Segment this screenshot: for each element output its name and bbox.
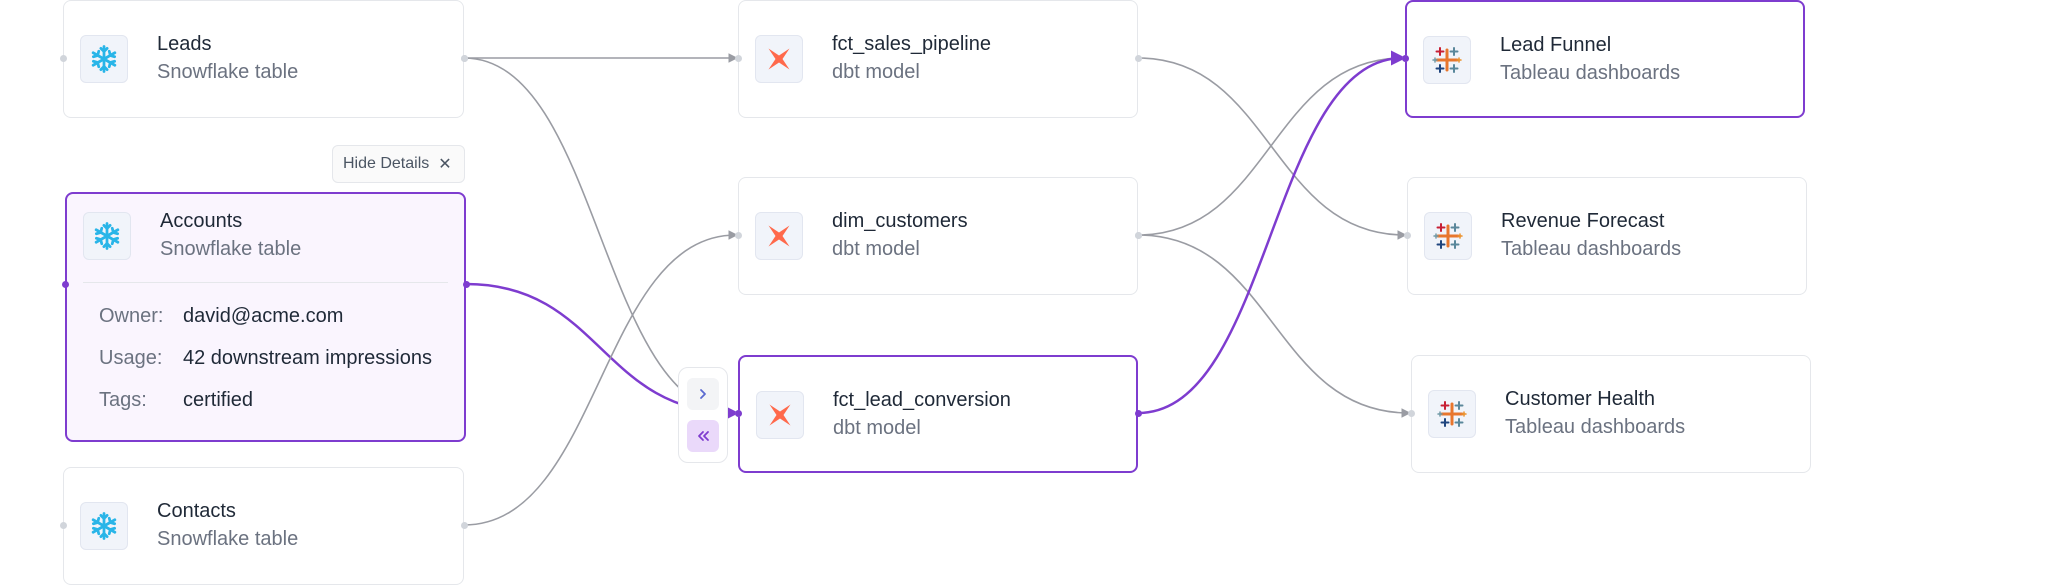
- node-leads[interactable]: Leads Snowflake table: [63, 0, 464, 118]
- node-title: dim_customers: [832, 210, 968, 232]
- node-title: Accounts: [160, 210, 243, 232]
- expand-upstream-button[interactable]: [687, 378, 719, 410]
- edge-fct_sales_pipeline-to-revenue_forecast: [1137, 57, 1407, 240]
- hide-details-label: Hide Details: [343, 155, 430, 172]
- detail-value: certified: [183, 389, 254, 411]
- tableau-icon: [1428, 390, 1476, 438]
- port-dot: [1134, 231, 1142, 239]
- port-dot: [462, 280, 470, 288]
- detail-key: Owner:: [99, 305, 164, 327]
- node-subtitle: dbt model: [832, 61, 920, 83]
- port-dot: [1134, 409, 1142, 417]
- node-subtitle: Tableau dashboards: [1500, 62, 1681, 84]
- detail-value: 42 downstream impressions: [183, 347, 432, 369]
- node-subtitle: Snowflake table: [160, 238, 302, 260]
- node-subtitle: dbt model: [833, 417, 921, 439]
- node-fct-lead-conversion[interactable]: fct_lead_conversion dbt model: [738, 355, 1138, 473]
- dbt-icon: [755, 212, 803, 260]
- port-dot: [1407, 409, 1415, 417]
- node-lead-funnel[interactable]: Lead Funnel Tableau dashboards: [1405, 0, 1805, 118]
- node-customer-health[interactable]: Customer Health Tableau dashboards: [1411, 355, 1811, 473]
- port-dot: [1401, 54, 1409, 62]
- snowflake-icon: [80, 502, 128, 550]
- tableau-icon: [1424, 212, 1472, 260]
- dbt-icon: [755, 35, 803, 83]
- node-details-panel: Owner: david@acme.com Usage: 42 downstre…: [83, 282, 448, 431]
- node-subtitle: Snowflake table: [157, 61, 299, 83]
- node-title: fct_sales_pipeline: [832, 33, 991, 55]
- snowflake-icon: [80, 35, 128, 83]
- node-subtitle: Tableau dashboards: [1505, 416, 1686, 438]
- node-subtitle: Tableau dashboards: [1501, 238, 1682, 260]
- double-chevron-left-icon: [698, 431, 709, 441]
- port-dot: [61, 280, 69, 288]
- edge-dim_customers-to-customer_health: [1137, 234, 1411, 418]
- node-revenue-forecast[interactable]: Revenue Forecast Tableau dashboards: [1407, 177, 1807, 295]
- node-subtitle: Snowflake table: [157, 528, 299, 550]
- port-dot: [734, 409, 742, 417]
- port-dot: [59, 521, 67, 529]
- snowflake-icon: [83, 212, 131, 260]
- node-fct-sales-pipeline[interactable]: fct_sales_pipeline dbt model: [738, 0, 1138, 118]
- details-divider: [83, 282, 448, 283]
- port-dot: [59, 54, 67, 62]
- node-title: Lead Funnel: [1500, 34, 1612, 56]
- port-dot: [460, 521, 468, 529]
- node-title: Contacts: [157, 500, 236, 522]
- node-title: fct_lead_conversion: [833, 389, 1011, 411]
- detail-value: david@acme.com: [183, 305, 344, 327]
- port-dot: [1403, 231, 1411, 239]
- node-contacts[interactable]: Contacts Snowflake table: [63, 467, 464, 585]
- detail-key: Usage:: [99, 347, 163, 369]
- port-dot: [734, 231, 742, 239]
- edge-fct_lead_conversion-to-lead_funnel: [1137, 50, 1406, 415]
- node-title: Customer Health: [1505, 388, 1656, 410]
- edge-leads-to-fct_lead_conversion: [463, 57, 738, 418]
- detail-row-owner: Owner: david@acme.com: [83, 305, 448, 347]
- lineage-expand-collapse-control: [678, 367, 728, 463]
- node-subtitle: dbt model: [832, 238, 920, 260]
- detail-row-tags: Tags: certified: [83, 389, 448, 431]
- dbt-icon: [756, 391, 804, 439]
- port-dot: [734, 54, 742, 62]
- collapse-upstream-button[interactable]: [687, 420, 719, 452]
- close-icon: ✕: [438, 156, 452, 173]
- hide-details-button[interactable]: Hide Details ✕: [332, 145, 465, 183]
- node-dim-customers[interactable]: dim_customers dbt model: [738, 177, 1138, 295]
- node-accounts[interactable]: Accounts Snowflake table Owner: david@ac…: [65, 192, 466, 442]
- edge-dim_customers-to-lead_funnel: [1137, 53, 1405, 236]
- port-dot: [460, 54, 468, 62]
- node-title: Leads: [157, 33, 212, 55]
- detail-key: Tags:: [99, 389, 147, 411]
- tableau-icon: [1423, 36, 1471, 84]
- chevron-right-icon: [700, 389, 706, 399]
- detail-row-usage: Usage: 42 downstream impressions: [83, 347, 448, 389]
- node-title: Revenue Forecast: [1501, 210, 1665, 232]
- port-dot: [1134, 54, 1142, 62]
